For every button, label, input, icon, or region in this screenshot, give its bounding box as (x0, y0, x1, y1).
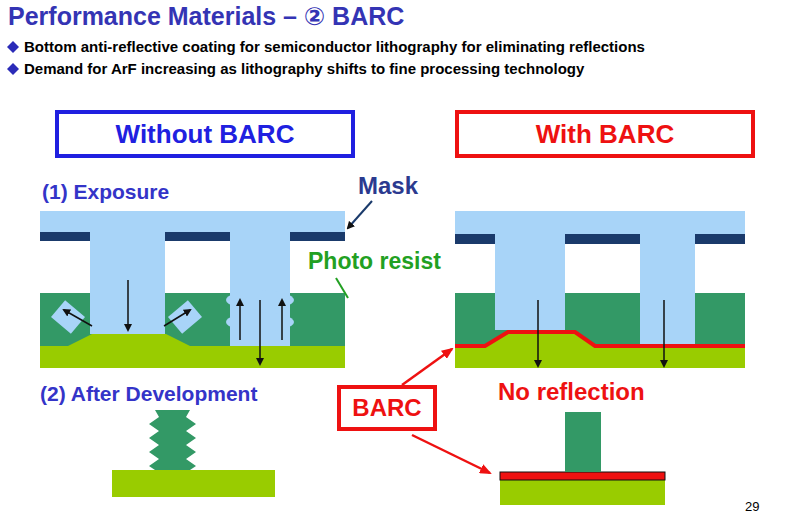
heading-box: Without BARC (55, 110, 355, 158)
developed-without-barc (112, 410, 275, 497)
box-text: Without BARC (116, 120, 295, 149)
bullet-diamond (7, 63, 19, 75)
part-label: Photo resist (308, 248, 441, 274)
bullet-text: Demand for ArF increasing as lithography… (24, 60, 584, 77)
exposure-without-barc (40, 211, 345, 368)
box-text: BARC (352, 395, 421, 421)
page-number: 29 (745, 500, 759, 515)
heading-box: With BARC (455, 110, 755, 158)
bullet-text: Bottom anti-reflective coating for semic… (24, 38, 645, 55)
step-label: (2) After Development (40, 382, 257, 406)
step-label: (1) Exposure (42, 180, 169, 204)
slide-title: Performance Materials – ② BARC (8, 2, 404, 31)
callout-box: BARC (337, 385, 437, 431)
developed-with-barc (500, 412, 665, 505)
box-text: With BARC (536, 120, 674, 149)
result-label: No reflection (498, 378, 645, 406)
bullet-diamond (7, 41, 19, 53)
exposure-with-barc (455, 211, 745, 368)
part-label: Mask (358, 172, 418, 200)
